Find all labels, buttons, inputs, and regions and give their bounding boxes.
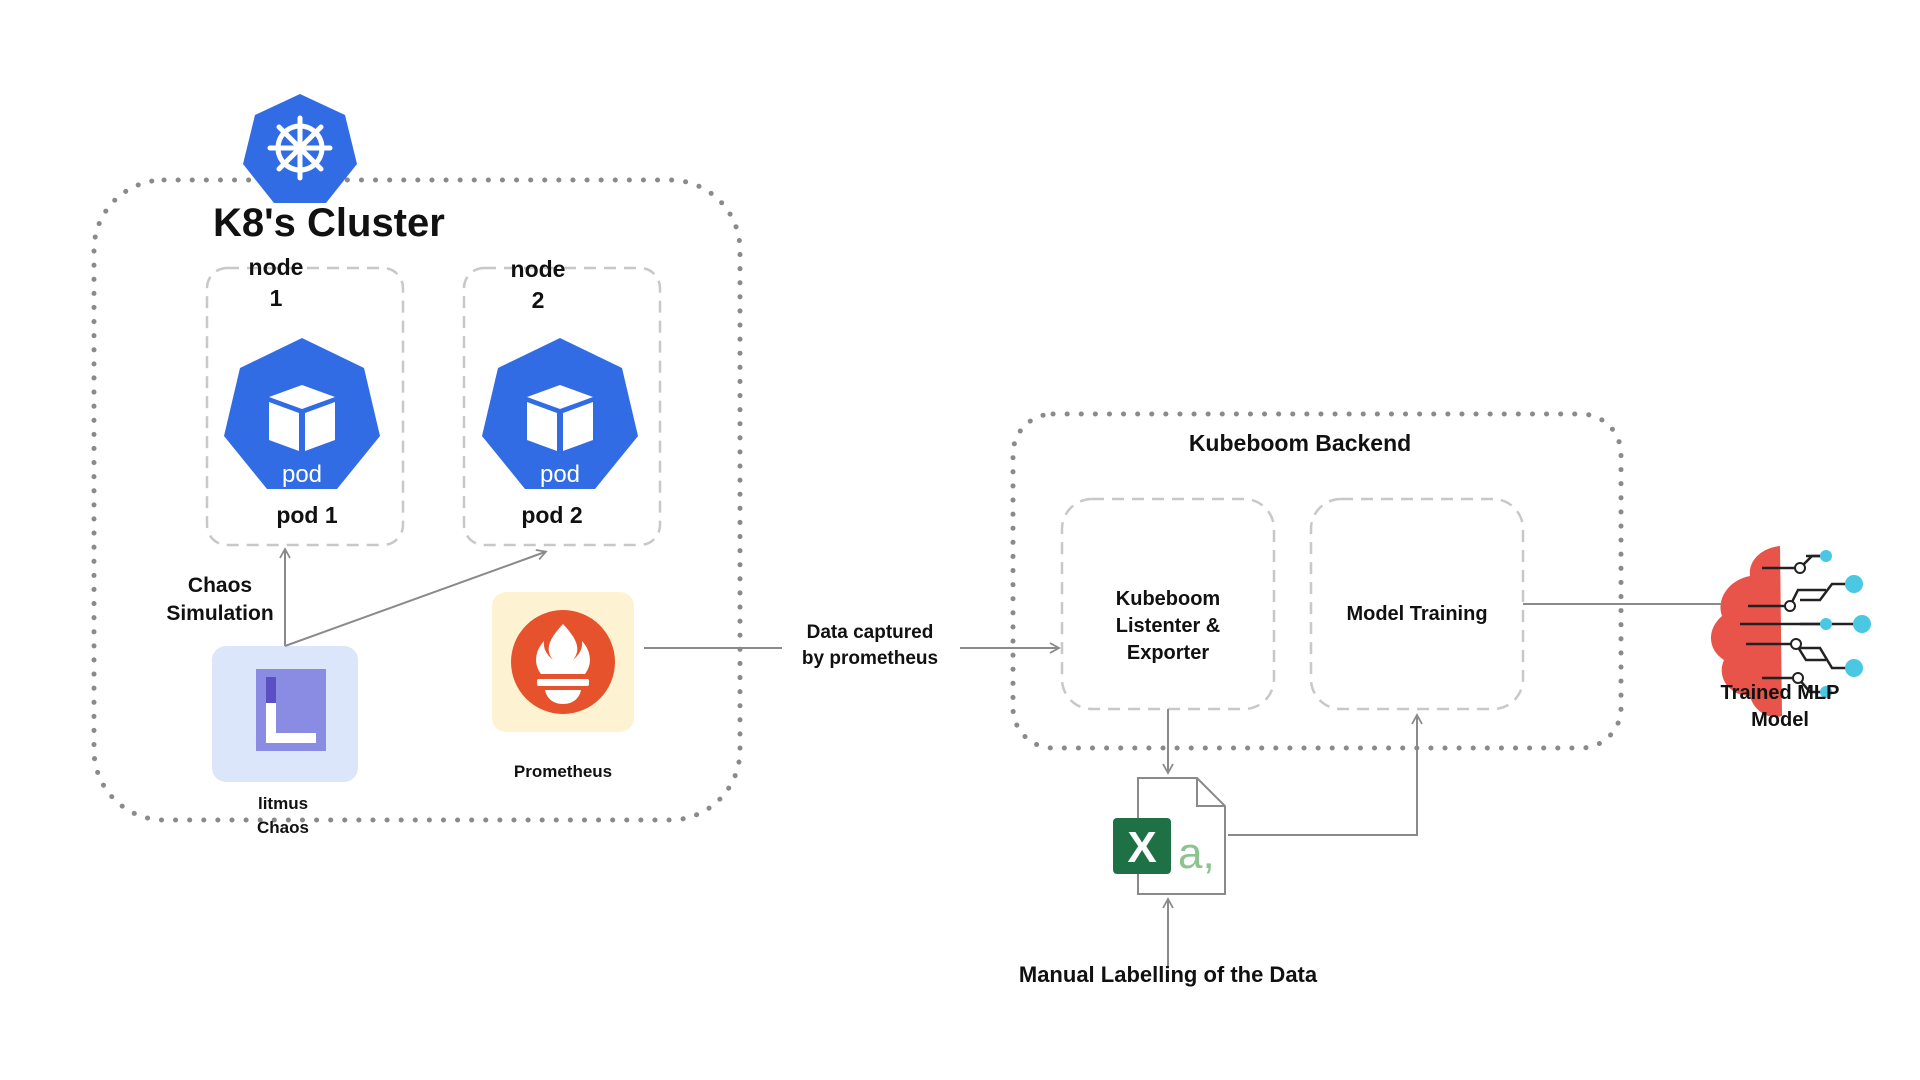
manual-labelling-label: Manual Labelling of the Data [1018, 962, 1318, 987]
prometheus-icon [492, 592, 634, 732]
node-1-label: node 1 [248, 254, 304, 312]
excel-suffix: a, [1178, 829, 1215, 878]
connectors [279, 547, 1722, 966]
node-2-boundary [462, 266, 662, 547]
kubernetes-logo-icon [243, 94, 357, 203]
training-box [1309, 497, 1525, 711]
data-captured-label: Data captured by prometheus [801, 622, 939, 669]
brain-mlp-icon [1710, 546, 1871, 718]
pod-1-icon-text: pod [282, 461, 322, 488]
cluster-title: K8's Cluster [213, 201, 445, 245]
pod-1-icon: pod [224, 338, 380, 489]
pod-2-label: pod 2 [521, 502, 583, 528]
k8s-cluster-boundary [91, 177, 743, 823]
excel-data-file-icon: X a, [1113, 777, 1226, 895]
prometheus-label: Prometheus [513, 762, 613, 781]
arrow-litmus-to-pod2 [284, 549, 548, 647]
backend-boundary [1010, 411, 1624, 751]
listener-label: Kubeboom Listenter & Exporter [1115, 588, 1221, 664]
pod-2-icon: pod [482, 338, 638, 489]
arrow-excel-to-training [1228, 713, 1423, 836]
trained-model-label: Trained MLP Model [1720, 682, 1840, 731]
backend-title: Kubeboom Backend [1188, 430, 1412, 456]
litmus-chaos-icon [212, 646, 358, 782]
pod-1-label: pod 1 [276, 502, 338, 528]
pod-2-icon-text: pod [540, 461, 580, 488]
node-1-boundary [205, 266, 405, 547]
litmus-chaos-label: litmus Chaos [257, 794, 309, 837]
chaos-simulation-label: Chaos Simulation [166, 574, 274, 626]
listener-box [1060, 497, 1276, 711]
node-2-label: node 2 [510, 256, 566, 314]
training-label: Model Training [1346, 603, 1488, 625]
excel-letter: X [1127, 823, 1156, 872]
